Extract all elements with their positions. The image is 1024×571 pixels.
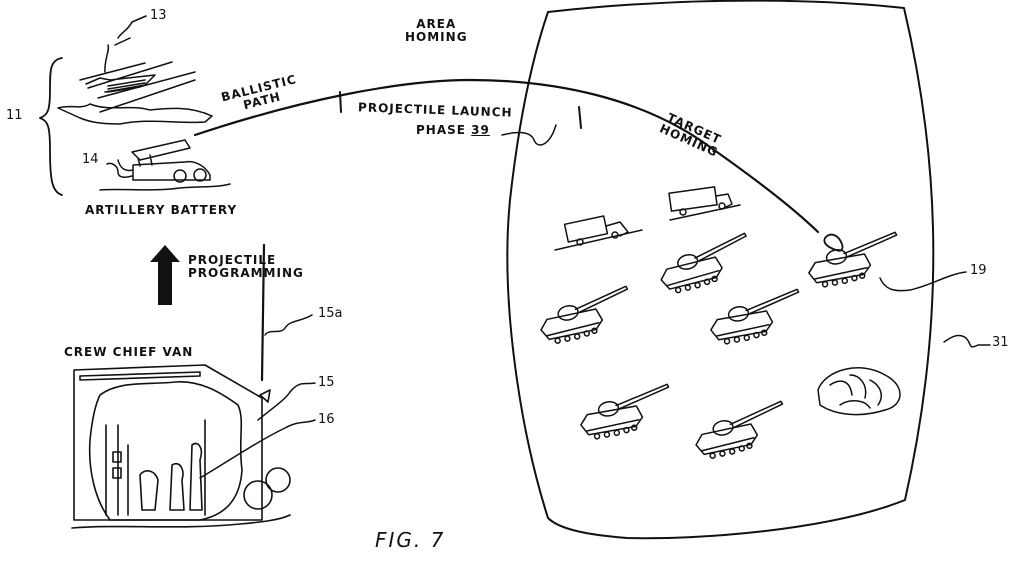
ref-numeral-31: 31 (992, 335, 1009, 350)
tank-icon (540, 285, 629, 344)
label-area-homing: AREA HOMING (405, 17, 468, 45)
label-artillery-battery: ARTILLERY BATTERY (85, 203, 238, 217)
tank-icon (695, 400, 784, 459)
label-homing: HOMING (405, 30, 468, 45)
ref-numeral-15: 15 (318, 375, 335, 390)
target-area-boundary (506, 0, 935, 540)
crew-chief-van-icon (71, 243, 291, 529)
ref-numeral-16: 16 (318, 412, 335, 427)
label-programming: PROGRAMMING (188, 266, 304, 281)
trajectory-path (193, 78, 820, 234)
label-phase: PHASE 39 (416, 123, 490, 137)
tanks-group (540, 231, 898, 459)
truck-icon (554, 215, 643, 251)
ref-leader-39 (501, 124, 557, 146)
ref-numeral-19: 19 (970, 263, 987, 278)
ref-leader-31 (943, 334, 991, 348)
label-phase-prefix: PHASE (416, 123, 466, 137)
tank-icon (660, 232, 747, 294)
ref-leader-15a (264, 314, 313, 336)
truck-icon (668, 186, 741, 221)
bracket-11 (39, 57, 63, 196)
ref-numeral-13: 13 (150, 8, 167, 23)
label-projectile: PROJECTILE (188, 253, 277, 267)
programming-arrow-icon (150, 245, 180, 305)
figure-caption: FIG. 7 (375, 528, 446, 552)
label-crew-chief-van: CREW CHIEF VAN (64, 345, 194, 359)
crater-icon (817, 367, 901, 416)
phase-divider-2 (578, 106, 582, 129)
ref-leader-16 (199, 419, 316, 479)
ref-leader-13 (117, 15, 147, 39)
gun-battery-icon (57, 37, 213, 125)
ref-numeral-14: 14 (82, 152, 99, 167)
ref-leader-14 (106, 162, 133, 178)
label-area: AREA (416, 17, 457, 31)
ref-leader-19 (879, 271, 967, 292)
phase-divider-1 (339, 91, 342, 113)
tank-icon (710, 288, 800, 345)
ref-numeral-11: 11 (6, 108, 23, 123)
ref-numeral-15a: 15a (318, 306, 343, 321)
tank-icon (580, 383, 670, 440)
label-projectile-programming: PROJECTILE PROGRAMMING (188, 253, 304, 281)
projectile-icon (823, 233, 844, 252)
target-tank-icon (808, 231, 898, 288)
launcher-vehicle-icon (99, 139, 231, 191)
ref-numeral-39: 39 (471, 123, 490, 137)
ref-leader-15 (257, 382, 316, 421)
